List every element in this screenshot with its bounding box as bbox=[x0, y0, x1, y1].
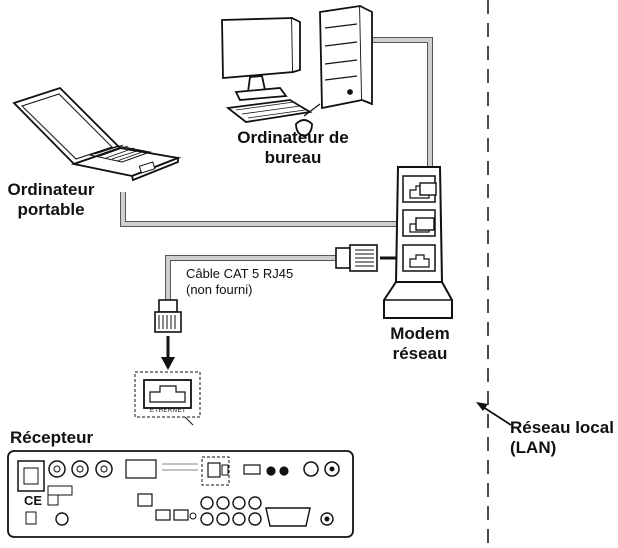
cat5-cable bbox=[165, 255, 338, 302]
lan-label-line2: (LAN) bbox=[510, 438, 557, 457]
arrow-lan bbox=[476, 402, 512, 426]
modem-label-line2: réseau bbox=[392, 344, 448, 363]
rj45-plug-right bbox=[335, 244, 378, 272]
modem-label-line1: Modem bbox=[390, 324, 450, 343]
desktop-label: Ordinateur de bureau bbox=[233, 128, 353, 168]
laptop-label-line2: portable bbox=[17, 200, 85, 219]
lan-label-line1: Réseau local bbox=[510, 418, 614, 437]
ethernet-label: ETHERNET bbox=[149, 408, 187, 414]
arrow-to-ethernet bbox=[161, 336, 175, 370]
laptop-label-line1: Ordinateur bbox=[7, 180, 95, 199]
cable-caption: Câble CAT 5 RJ45 (non fourni) bbox=[186, 266, 293, 298]
rj45-plug-bottom bbox=[154, 299, 182, 333]
receiver-label: Récepteur bbox=[10, 428, 94, 447]
desktop-label-line1: Ordinateur de bbox=[237, 128, 349, 147]
desktop-cable bbox=[360, 37, 433, 190]
ethernet-port bbox=[134, 371, 201, 426]
lan-label: Réseau local (LAN) bbox=[510, 418, 614, 458]
cable-caption-line2: (non fourni) bbox=[186, 282, 253, 297]
receiver-rear-panel: CE bbox=[7, 450, 354, 538]
modem-label: Modem réseau bbox=[380, 324, 460, 364]
desktop-label-line2: bureau bbox=[264, 148, 322, 167]
laptop-label: Ordinateur portable bbox=[2, 180, 100, 220]
laptop-cable bbox=[120, 192, 418, 227]
laptop-illustration bbox=[12, 86, 182, 182]
network-cables bbox=[120, 37, 433, 302]
modem-illustration bbox=[383, 166, 453, 319]
svg-text:CE: CE bbox=[24, 493, 42, 508]
cable-caption-line1: Câble CAT 5 RJ45 bbox=[186, 266, 294, 281]
desktop-illustration bbox=[221, 4, 373, 137]
